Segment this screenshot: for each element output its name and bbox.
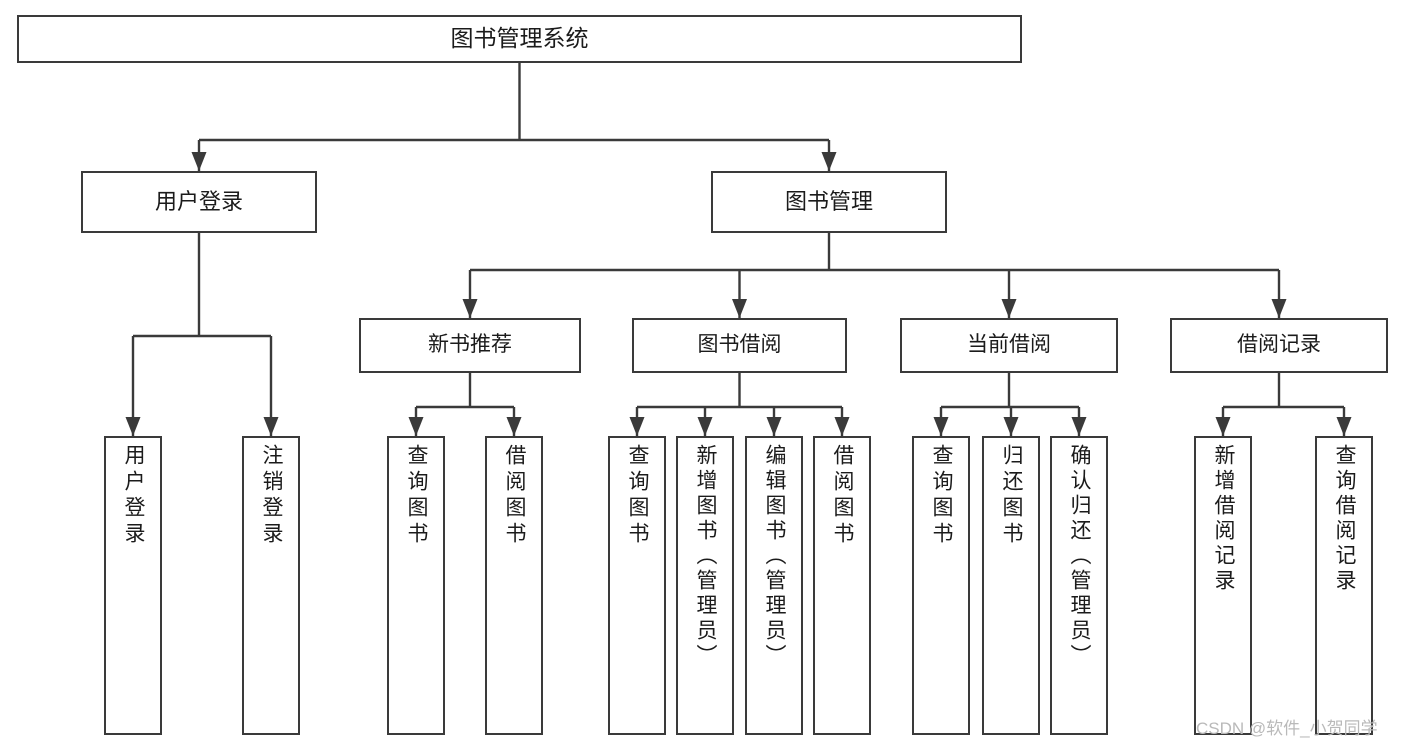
arrowhead-leaf-query-book-3	[933, 417, 949, 436]
node-label-book-borrow: 图书借阅	[697, 333, 782, 357]
arrowhead-leaf-query-book-1	[408, 417, 424, 436]
node-label-leaf-query-record: 查询借阅记录	[1333, 444, 1357, 594]
node-label-leaf-borrow-book-1: 借阅图书	[503, 444, 527, 548]
arrowhead-leaf-confirm-return	[1071, 417, 1087, 436]
arrowhead-leaf-user-logout	[263, 417, 279, 436]
arrowhead-leaf-borrow-book-1	[506, 417, 522, 436]
node-label-leaf-edit-book: 编辑图书（管理员）	[763, 444, 787, 669]
arrowhead-leaf-borrow-book-2	[834, 417, 850, 436]
arrowhead-leaf-query-record	[1336, 417, 1352, 436]
node-leaf-edit-book[interactable]: 编辑图书（管理员）	[745, 436, 803, 735]
node-leaf-user-login[interactable]: 用户登录	[104, 436, 162, 735]
node-root[interactable]: 图书管理系统	[17, 15, 1022, 63]
node-leaf-return-book[interactable]: 归还图书	[982, 436, 1040, 735]
node-leaf-confirm-return[interactable]: 确认归还（管理员）	[1050, 436, 1108, 735]
node-label-leaf-query-book-1: 查询图书	[405, 444, 429, 548]
arrowhead-new-book-rec	[462, 299, 478, 318]
node-borrow-record[interactable]: 借阅记录	[1170, 318, 1388, 373]
node-label-leaf-user-logout: 注销登录	[260, 444, 284, 548]
node-label-borrow-record: 借阅记录	[1237, 333, 1321, 357]
arrowhead-leaf-query-book-2	[629, 417, 645, 436]
arrowhead-user-login	[191, 152, 207, 171]
node-label-new-book-rec: 新书推荐	[428, 333, 512, 357]
node-leaf-query-book-2[interactable]: 查询图书	[608, 436, 666, 735]
node-new-book-rec[interactable]: 新书推荐	[359, 318, 581, 373]
node-label-book-manage: 图书管理	[784, 189, 873, 215]
arrowhead-leaf-add-record	[1215, 417, 1231, 436]
node-label-leaf-query-book-3: 查询图书	[930, 444, 954, 548]
node-leaf-query-book-3[interactable]: 查询图书	[912, 436, 970, 735]
node-label-leaf-confirm-return: 确认归还（管理员）	[1068, 444, 1092, 669]
node-leaf-query-record[interactable]: 查询借阅记录	[1315, 436, 1373, 735]
node-leaf-borrow-book-1[interactable]: 借阅图书	[485, 436, 543, 735]
arrowhead-current-borrow	[1001, 299, 1017, 318]
node-label-current-borrow: 当前借阅	[967, 333, 1051, 357]
node-label-leaf-query-book-2: 查询图书	[626, 444, 650, 548]
node-label-leaf-borrow-book-2: 借阅图书	[831, 444, 855, 548]
arrowhead-leaf-user-login	[125, 417, 141, 436]
arrowhead-leaf-edit-book	[766, 417, 782, 436]
node-leaf-add-record[interactable]: 新增借阅记录	[1194, 436, 1252, 735]
node-book-borrow[interactable]: 图书借阅	[632, 318, 847, 373]
node-label-leaf-add-record: 新增借阅记录	[1212, 444, 1236, 594]
node-leaf-add-book[interactable]: 新增图书（管理员）	[676, 436, 734, 735]
arrowhead-book-manage	[821, 152, 837, 171]
arrowhead-borrow-record	[1271, 299, 1287, 318]
node-leaf-query-book-1[interactable]: 查询图书	[387, 436, 445, 735]
node-leaf-user-logout[interactable]: 注销登录	[242, 436, 300, 735]
node-book-manage[interactable]: 图书管理	[711, 171, 947, 233]
node-label-root: 图书管理系统	[450, 25, 589, 52]
edge-group	[125, 63, 1352, 436]
node-current-borrow[interactable]: 当前借阅	[900, 318, 1118, 373]
node-label-leaf-user-login: 用户登录	[122, 444, 146, 548]
node-label-user-login: 用户登录	[154, 189, 243, 215]
arrowhead-leaf-return-book	[1003, 417, 1019, 436]
node-label-leaf-add-book: 新增图书（管理员）	[694, 444, 718, 669]
node-user-login[interactable]: 用户登录	[81, 171, 317, 233]
node-label-leaf-return-book: 归还图书	[1000, 444, 1024, 548]
arrowhead-book-borrow	[732, 299, 747, 318]
node-leaf-borrow-book-2[interactable]: 借阅图书	[813, 436, 871, 735]
arrowhead-leaf-add-book	[697, 417, 713, 436]
